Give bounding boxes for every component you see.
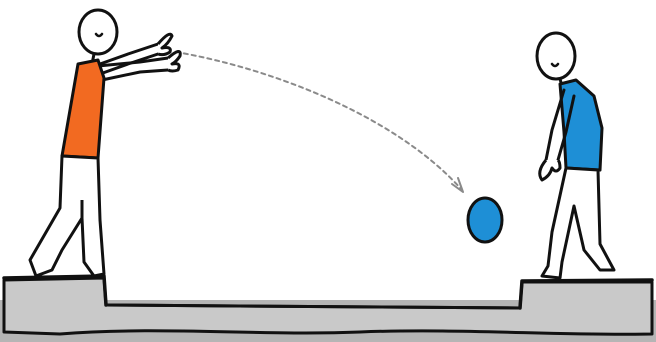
- right-figure: [537, 33, 614, 278]
- ball: [468, 198, 502, 242]
- right-figure-head: [537, 33, 575, 79]
- ball-trajectory: [176, 52, 462, 190]
- left-figure-shirt: [62, 60, 104, 158]
- left-figure-legs: [30, 156, 104, 276]
- left-figure: [30, 10, 180, 276]
- left-figure-head: [79, 10, 117, 54]
- right-figure-legs: [542, 168, 614, 278]
- ground: [0, 276, 656, 342]
